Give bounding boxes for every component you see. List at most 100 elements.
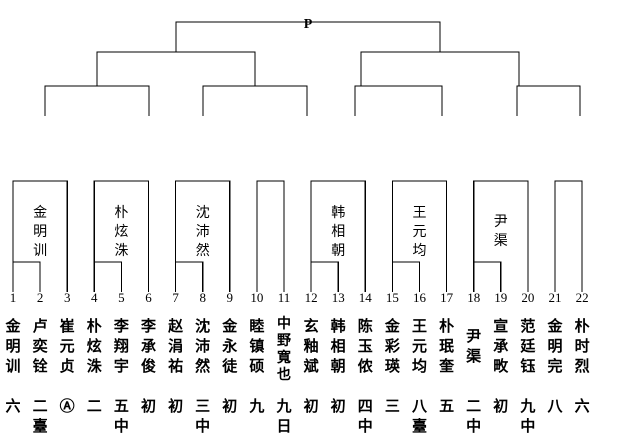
bracket-quarterfinal-4 xyxy=(516,85,581,116)
player-entry: 王元均 xyxy=(406,316,434,376)
player-name: 金彩瑛 xyxy=(384,317,400,375)
player-name: 李翔宇 xyxy=(113,317,129,375)
player-name: 李承俊 xyxy=(140,317,156,375)
player-entry: 崔元贞 xyxy=(53,316,81,376)
player-name: 尹渠 xyxy=(466,327,482,365)
player-rank: 八 xyxy=(547,397,563,415)
player-rank: 初 xyxy=(140,397,156,415)
bracket-first-round-3 xyxy=(175,261,204,292)
bracket-quarterfinal-3 xyxy=(354,85,443,116)
player-entry: 朴珉奎 xyxy=(433,316,461,376)
bracket-semifinal-left xyxy=(96,51,256,86)
advancing-winner-name: 沈沛然 xyxy=(195,205,210,259)
bracket-round-of-16-5 xyxy=(310,180,366,292)
seat-number: 9 xyxy=(226,290,234,305)
player-entry: 陈玉侬 xyxy=(351,316,379,376)
player-name: 玄釉斌 xyxy=(303,317,319,375)
player-entry: 韩相朝 xyxy=(324,316,352,376)
player-rank: 初 xyxy=(222,397,238,415)
player-rank: 四中 xyxy=(357,397,373,435)
player-name: 沈沛然 xyxy=(195,317,211,375)
player-entry: 李承俊 xyxy=(135,316,163,376)
seat-number: 17 xyxy=(440,290,454,305)
player-name: 金永徒 xyxy=(222,317,238,375)
player-name: 卢奕铨 xyxy=(32,317,48,375)
seat-number: 2 xyxy=(36,290,44,305)
advancing-winner-name: 金明训 xyxy=(33,205,48,259)
seat-number: 3 xyxy=(63,290,71,305)
seat-number: 19 xyxy=(494,290,508,305)
bracket-round-of-16-4 xyxy=(256,180,285,292)
player-name: 陈玉侬 xyxy=(357,317,373,375)
seat-number: 11 xyxy=(277,290,291,305)
bracket-final xyxy=(175,21,441,52)
advancing-winner-name: 朴炫洙 xyxy=(114,205,129,259)
player-rank: Ⓐ xyxy=(59,397,75,415)
bracket-first-round-1 xyxy=(12,261,41,292)
player-name: 朴珉奎 xyxy=(439,317,455,375)
seat-number: 22 xyxy=(575,290,589,305)
player-entry: 中野寬也 xyxy=(270,316,298,384)
bracket-round-of-16-1 xyxy=(12,180,68,292)
player-rank: 九日 xyxy=(276,397,292,435)
player-entry: 金明完 xyxy=(541,316,569,376)
seat-number: 5 xyxy=(118,290,125,305)
advancing-winner-name: 尹渠 xyxy=(493,214,508,249)
seat-number: 4 xyxy=(91,290,98,305)
seat-number: 20 xyxy=(521,290,535,305)
player-rank: 六 xyxy=(5,397,21,415)
player-entry: 尹渠 xyxy=(460,316,488,366)
player-name: 宣承畋 xyxy=(493,317,509,375)
seat-number: 16 xyxy=(413,290,426,305)
bracket-round-of-16-8 xyxy=(554,180,583,292)
player-entry: 朴炫洙 xyxy=(80,316,108,376)
player-rank: 二 xyxy=(86,397,102,415)
player-name: 赵涓祐 xyxy=(168,317,184,375)
player-rank: 二臺 xyxy=(32,397,48,435)
player-entry: 朴时烈 xyxy=(568,316,596,376)
player-rank: 三中 xyxy=(195,397,211,435)
player-rank: 五 xyxy=(439,397,455,415)
seat-number: 10 xyxy=(250,290,264,305)
player-entry: 玄釉斌 xyxy=(297,316,325,376)
player-rank: 九 xyxy=(249,397,265,415)
player-rank: 初 xyxy=(168,397,184,415)
bracket-semifinal-right xyxy=(360,51,520,86)
seat-number: 1 xyxy=(9,290,17,305)
player-name: 朴时烈 xyxy=(574,317,590,375)
player-entry: 沈沛然 xyxy=(189,316,217,376)
bracket-round-of-16-6 xyxy=(391,180,448,292)
seat-number: 8 xyxy=(199,290,206,305)
player-entry: 卢奕铨 xyxy=(26,316,54,376)
player-name: 范廷钰 xyxy=(520,317,536,375)
player-rank: 五中 xyxy=(113,397,129,435)
seat-number: 18 xyxy=(467,290,481,305)
seat-number: 12 xyxy=(304,290,318,305)
seat-number: 14 xyxy=(358,290,372,305)
bracket-round-of-16-7 xyxy=(473,180,529,292)
player-name: 金明训 xyxy=(5,317,21,375)
player-name: 韩相朝 xyxy=(330,317,346,375)
player-entry: 李翔宇 xyxy=(107,316,135,376)
seat-number: 13 xyxy=(331,290,345,305)
player-name: 中野寬也 xyxy=(277,316,291,383)
player-name: 崔元贞 xyxy=(59,317,75,375)
player-rank: 初 xyxy=(330,397,346,415)
bracket-first-round-6 xyxy=(473,261,502,292)
bracket-first-round-2 xyxy=(93,261,122,292)
seat-number: 21 xyxy=(548,290,562,305)
bracket-first-round-5 xyxy=(391,261,421,292)
player-entry: 宣承畋 xyxy=(487,316,515,376)
seat-number: 7 xyxy=(172,290,179,305)
bracket-quarterfinal-1 xyxy=(44,85,150,116)
advancing-winner-name: 王元均 xyxy=(412,205,427,259)
player-entry: 范廷钰 xyxy=(514,316,542,376)
champion-label: P xyxy=(303,17,313,32)
player-entry: 金明训 xyxy=(0,316,27,376)
player-name: 金明完 xyxy=(547,317,563,375)
player-rank: 九中 xyxy=(520,397,536,435)
player-rank: 初 xyxy=(493,397,509,415)
player-rank: 初 xyxy=(303,397,319,415)
